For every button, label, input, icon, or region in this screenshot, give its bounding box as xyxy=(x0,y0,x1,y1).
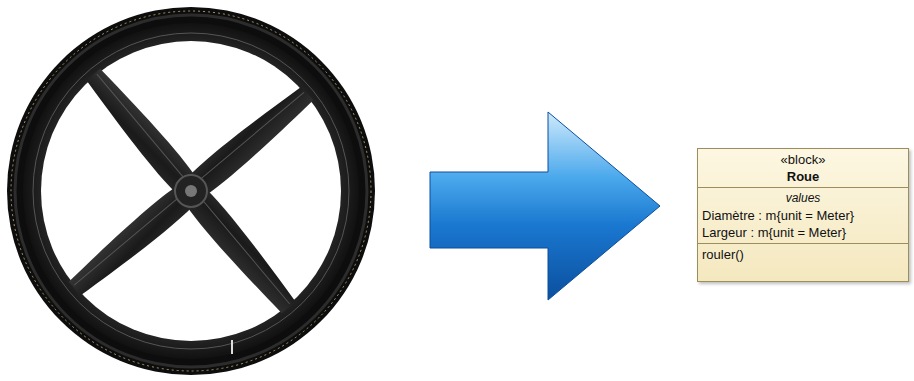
block-name: Roue xyxy=(702,168,904,185)
block-text: Largeur : m{unit = Meter} xyxy=(702,224,904,241)
block-compartment: «block»Roue xyxy=(698,149,908,187)
block-compartment: valuesDiamètre : m{unit = Meter}Largeur … xyxy=(698,187,908,243)
wheel-photo xyxy=(7,7,375,375)
block-text: rouler() xyxy=(702,246,904,263)
block-text: values xyxy=(702,190,904,207)
sysml-block: «block»RouevaluesDiamètre : m{unit = Met… xyxy=(697,148,909,282)
block-text: Diamètre : m{unit = Meter} xyxy=(702,207,904,224)
transform-arrow xyxy=(430,112,660,300)
block-compartment: rouler() xyxy=(698,243,908,281)
stereotype: «block» xyxy=(702,151,904,168)
